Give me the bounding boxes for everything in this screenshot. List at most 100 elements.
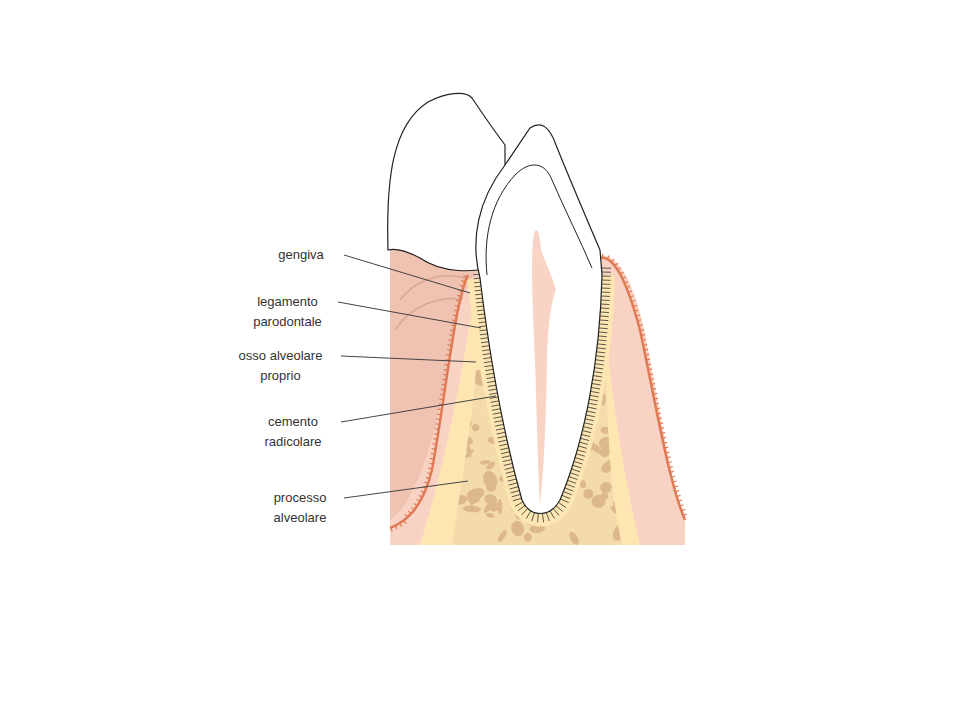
pdl-fibre (515, 502, 523, 506)
gum-tick (659, 422, 663, 424)
gum-tick (655, 403, 659, 405)
pdl-fibre (590, 391, 599, 393)
pdl-fibre (488, 389, 497, 391)
pdl-fibre (488, 385, 497, 386)
trabecula (449, 452, 462, 462)
pdl-fibre (498, 436, 507, 438)
gum-tick (656, 408, 660, 410)
pdl-fibre (601, 292, 610, 293)
gum-tick (463, 276, 467, 278)
pdl-fibre (566, 484, 574, 487)
pdl-fibre (510, 487, 519, 489)
pdl-fibre (593, 376, 602, 377)
gum-tick (641, 334, 645, 336)
gum-tick (662, 437, 666, 439)
trabecula (600, 482, 613, 494)
pdl-fibre (597, 348, 606, 349)
gum-tick (677, 495, 681, 496)
gum-tick (668, 461, 672, 463)
gum-tick (663, 442, 667, 444)
pdl-fibre (601, 288, 610, 289)
pdl-fibre (507, 475, 516, 477)
gum-tick (460, 286, 464, 287)
part-label: legamento parodontale (245, 292, 330, 332)
gum-tick (681, 509, 685, 510)
gum-tick (626, 286, 630, 288)
pdl-fibre (602, 280, 611, 281)
pdl-fibre (591, 387, 600, 389)
gum-tick (651, 383, 655, 385)
gum-tick (644, 349, 648, 351)
trabecula (567, 530, 581, 546)
pdl-fibre (592, 383, 601, 384)
gum-tick (683, 514, 687, 515)
gum-tick (630, 296, 634, 297)
leader-line (341, 356, 476, 362)
pdl-fibre (602, 268, 611, 269)
pulp (532, 230, 556, 505)
trabecula (616, 475, 626, 483)
gum-tick (628, 291, 632, 292)
gum-tick (449, 334, 453, 336)
pdl-fibre (570, 473, 579, 476)
gum-tick (404, 520, 406, 523)
pdl-fibre (583, 427, 592, 429)
pdl-fibre (586, 415, 595, 417)
trabecula (618, 440, 630, 459)
gum-tick (633, 305, 637, 306)
gum-tick (678, 500, 682, 501)
gum-tick (444, 369, 448, 371)
gum-tick (680, 505, 684, 506)
gum-tick (607, 256, 609, 260)
pdl-fibre (518, 505, 525, 510)
gum-tick (665, 451, 669, 453)
gum-tick (421, 491, 425, 493)
pdl-fibre (546, 512, 549, 520)
pdl-fibre (492, 409, 501, 411)
gum-tick (451, 324, 455, 326)
pdl-fibre (601, 299, 610, 301)
gum-tick (405, 514, 408, 517)
trabecula (480, 460, 491, 466)
gum-tick (461, 281, 465, 282)
gum-tick (667, 456, 671, 458)
gum-tick (602, 254, 603, 258)
pdl-fibre (550, 511, 555, 519)
trabecula (464, 487, 484, 507)
gum-tick (436, 423, 440, 425)
pdl-fibre (568, 480, 576, 483)
pdl-fibre (597, 343, 606, 345)
gum-tick (674, 486, 678, 487)
trabecula (453, 493, 468, 506)
trabecula (609, 381, 621, 390)
gum-tick (431, 453, 435, 455)
pdl-fibre (600, 307, 609, 309)
gum-tick (416, 500, 419, 502)
gum-tick (414, 504, 417, 506)
gum-tick (647, 363, 651, 365)
trabecula (463, 436, 473, 445)
gum-tick (443, 374, 447, 376)
pdl-fibre (589, 399, 598, 401)
trabecula (496, 529, 508, 544)
gum-tick (445, 364, 449, 366)
pdl-fibre (595, 364, 604, 365)
pdl-fibre (599, 323, 608, 325)
part-label-box: processo alveolare (264, 488, 336, 528)
trabecula (602, 442, 622, 455)
gum-tick (622, 277, 626, 279)
gum-tick (640, 329, 644, 331)
gum-tick (427, 473, 431, 474)
gum-tick (658, 417, 662, 419)
gum-tick (649, 373, 653, 375)
gum-tick (442, 384, 446, 386)
pdl-fibre (598, 339, 607, 341)
trabecula (612, 420, 623, 434)
gum-tick (620, 272, 624, 274)
pdl-fibre (569, 477, 578, 480)
trabecula (599, 456, 621, 475)
pdl-fibre (522, 508, 528, 515)
gum-surface (600, 258, 685, 520)
